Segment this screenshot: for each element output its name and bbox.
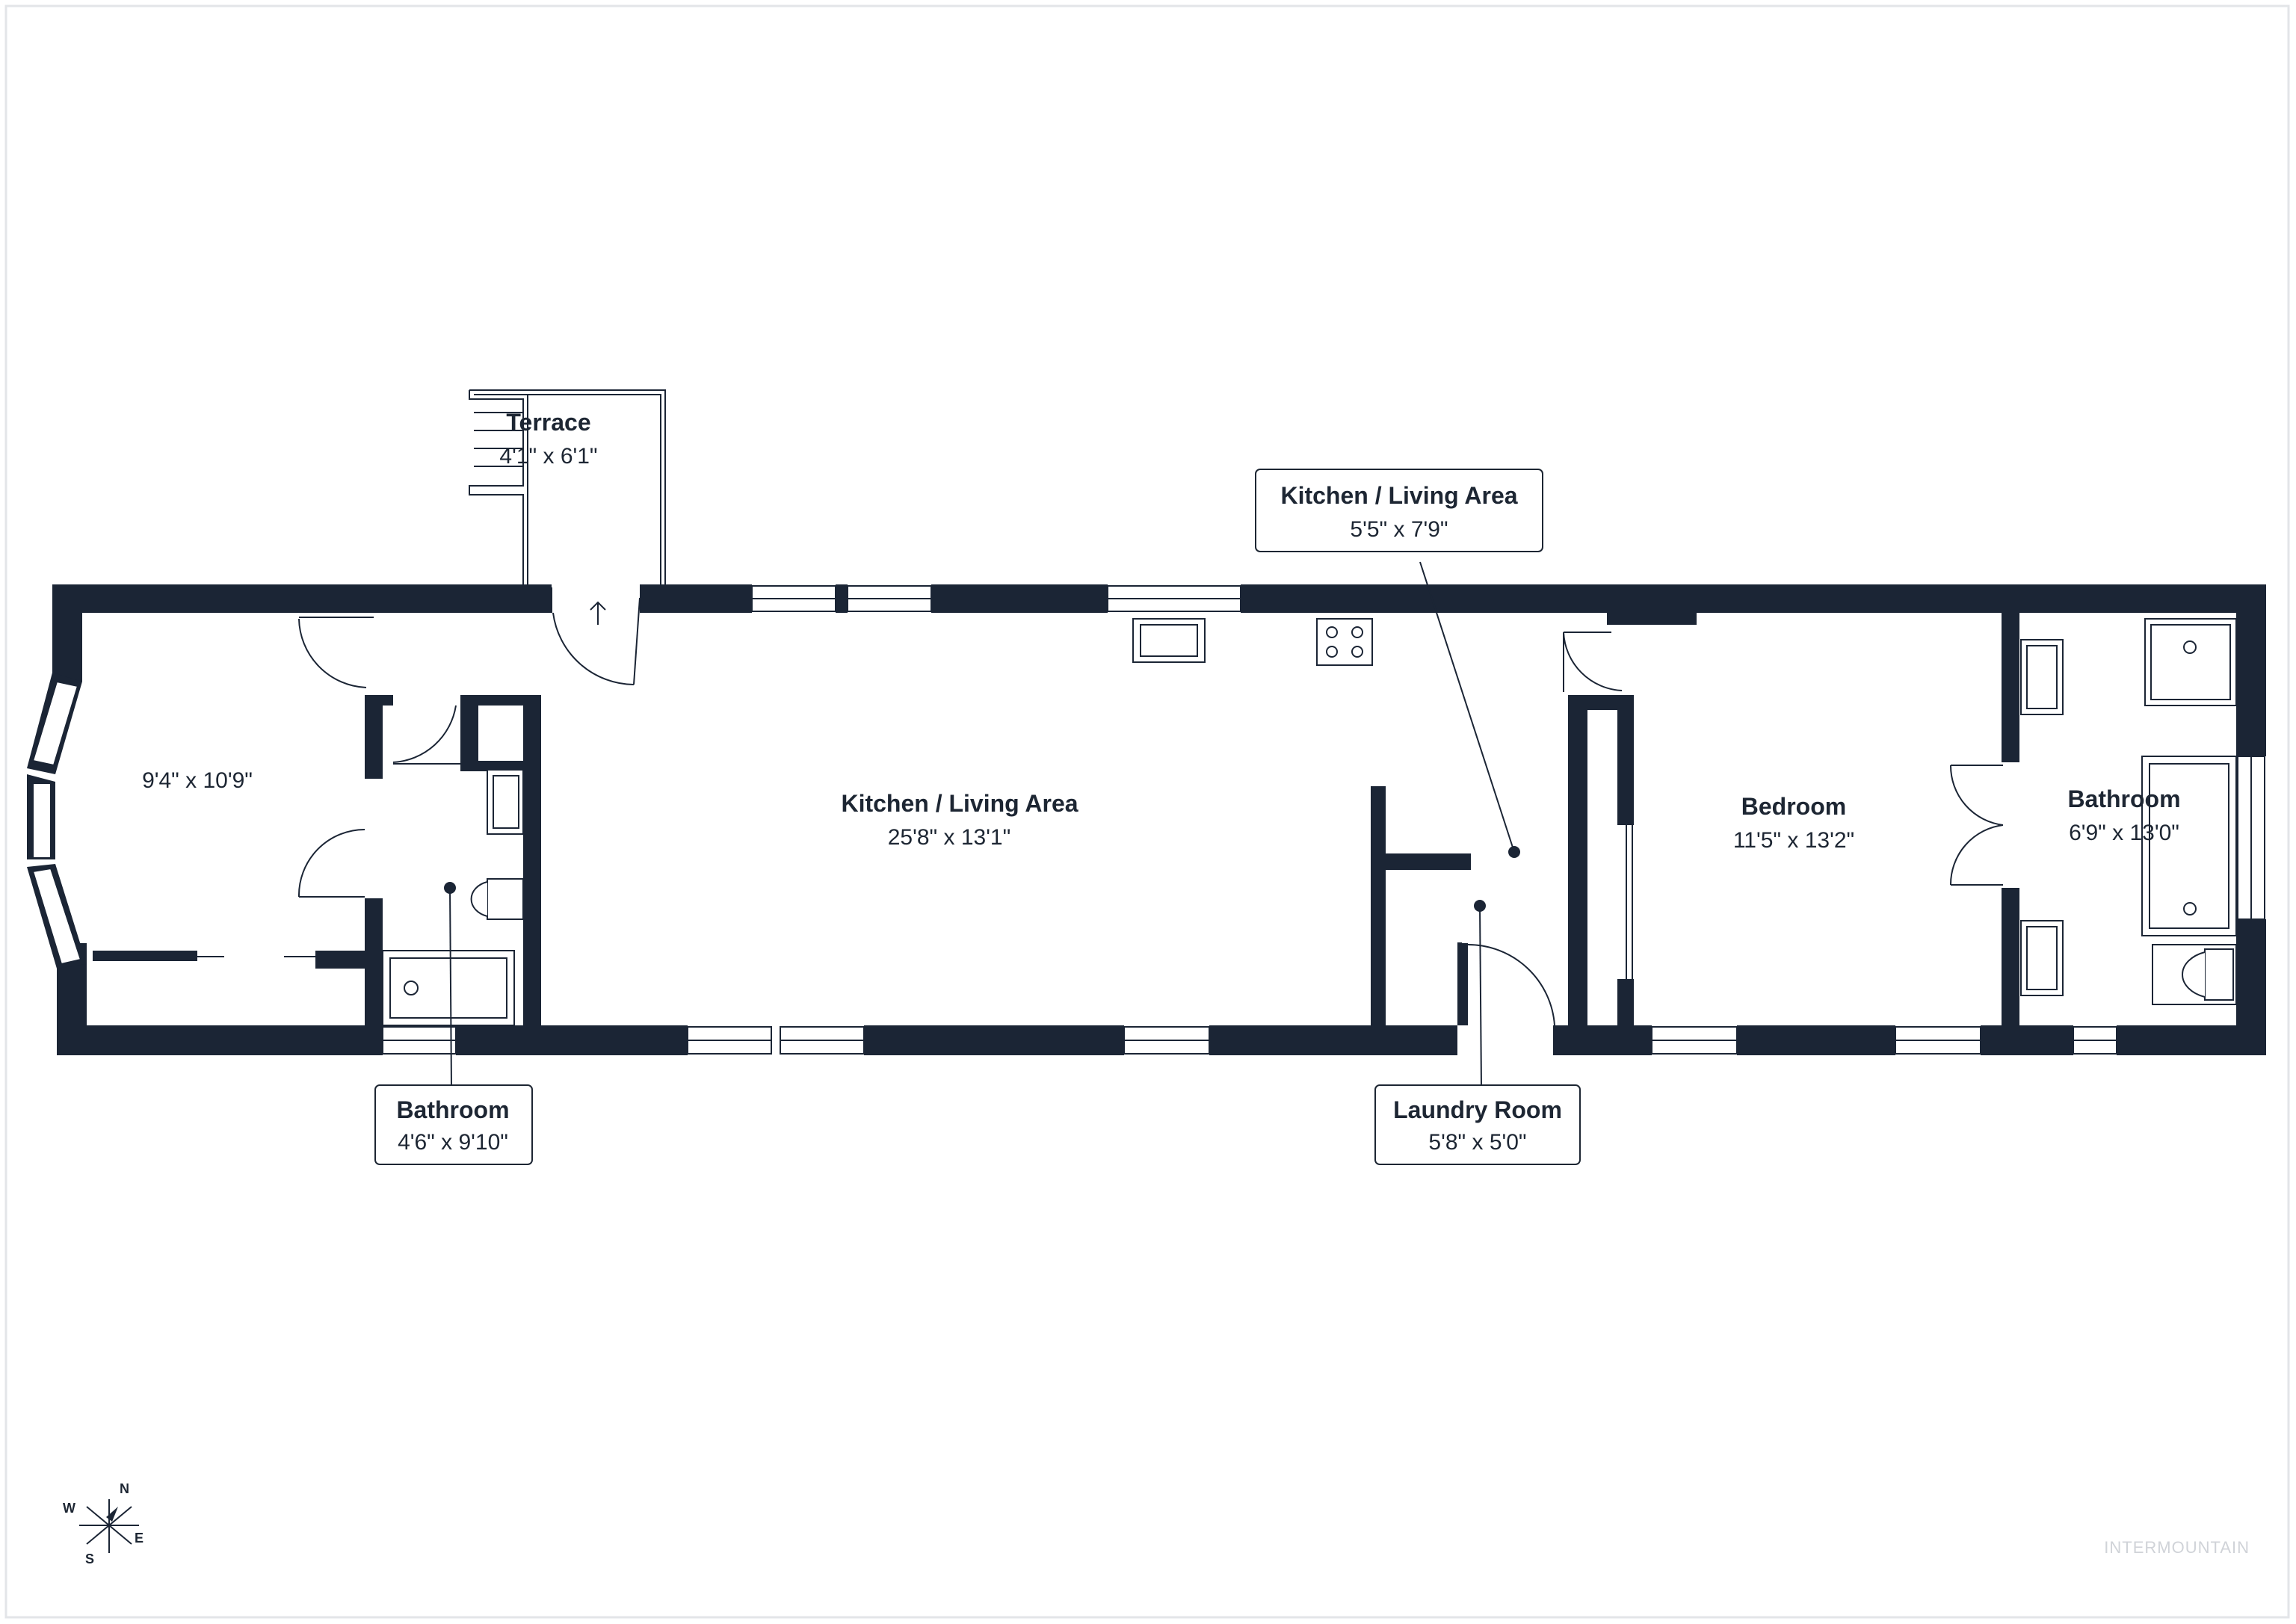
bedroom-name: Bedroom xyxy=(1741,793,1846,820)
bay-window xyxy=(27,673,87,969)
fixtures xyxy=(382,561,2237,1089)
laundry-callout: Laundry Room 5'8" x 5'0" xyxy=(1374,1084,1581,1165)
bathroom-east-dims: 6'9" x 13'0" xyxy=(2069,821,2179,845)
bedroom-dims: 11'5" x 13'2" xyxy=(1733,828,1854,853)
compass-s: S xyxy=(85,1552,94,1566)
compass-w: W xyxy=(63,1501,75,1516)
kitchen-living-label: Kitchen / Living Area 25'8" x 13'1" xyxy=(841,790,1078,850)
kitchen-callout-dims: 5'5" x 7'9" xyxy=(1350,517,1448,542)
compass-n: N xyxy=(120,1481,129,1496)
page-border xyxy=(4,4,2290,1619)
laundry-dims: 5'8" x 5'0" xyxy=(1428,1130,1526,1155)
bathroom-west-callout: Bathroom 4'6" x 9'10" xyxy=(374,1084,533,1165)
bathroom-west-dims: 4'6" x 9'10" xyxy=(398,1130,508,1155)
north-windows xyxy=(751,585,1241,612)
unnamed-room-label: 9'4" x 10'9" xyxy=(142,768,253,793)
bathroom-east-label: Bathroom 6'9" x 13'0" xyxy=(2067,785,2180,845)
compass-e: E xyxy=(135,1531,144,1546)
terrace-label: Terrace 4'1" x 6'1" xyxy=(499,409,597,469)
watermark: INTERMOUNTAIN xyxy=(2104,1538,2250,1557)
south-windows xyxy=(382,756,2265,1055)
bathroom-east-name: Bathroom xyxy=(2067,785,2180,812)
kitchen-callout: Kitchen / Living Area 5'5" x 7'9" xyxy=(1255,469,1543,552)
bathroom-west-name: Bathroom xyxy=(396,1096,509,1123)
unnamed-room-dims: 9'4" x 10'9" xyxy=(142,768,253,793)
doors xyxy=(197,587,2004,1026)
interior-walls xyxy=(93,613,2019,1025)
bedroom-label: Bedroom 11'5" x 13'2" xyxy=(1733,793,1854,853)
kitchen-living-name: Kitchen / Living Area xyxy=(841,790,1078,817)
terrace-dims: 4'1" x 6'1" xyxy=(499,444,597,469)
terrace-name: Terrace xyxy=(506,409,590,436)
exterior-walls xyxy=(52,584,2266,1055)
compass-rose: N W E S xyxy=(63,1481,144,1566)
kitchen-living-dims: 25'8" x 13'1" xyxy=(888,825,1011,850)
kitchen-callout-name: Kitchen / Living Area xyxy=(1280,482,1517,509)
laundry-name: Laundry Room xyxy=(1393,1096,1562,1123)
